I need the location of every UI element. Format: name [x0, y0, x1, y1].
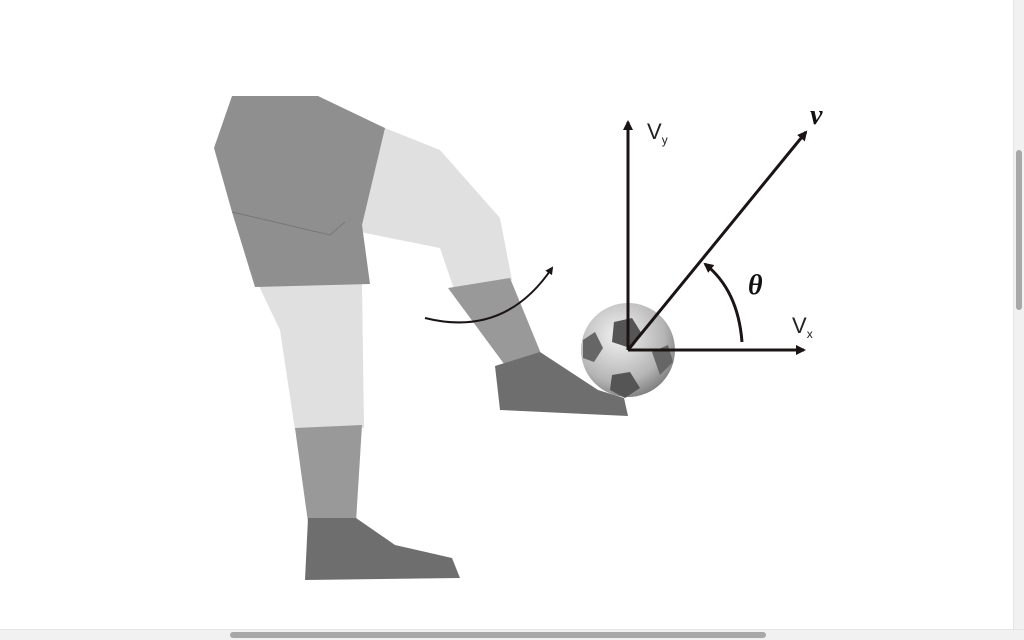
velocity-arrow — [626, 130, 808, 351]
vertical-scrollbar-thumb[interactable] — [1016, 150, 1022, 310]
standing-leg — [258, 284, 460, 580]
soccer-kick-diagram: Vy Vx v θ — [214, 96, 823, 580]
horizontal-scrollbar[interactable] — [0, 629, 1024, 640]
horizontal-scrollbar-thumb[interactable] — [230, 632, 766, 638]
angle-arc — [703, 262, 744, 343]
velocity-vectors — [623, 120, 808, 355]
vy-label: Vy — [647, 119, 668, 147]
vertical-scrollbar[interactable] — [1013, 0, 1024, 630]
angle-label: θ — [748, 270, 763, 301]
kicking-leg — [340, 128, 628, 416]
velocity-label: v — [810, 100, 823, 131]
shorts — [214, 96, 385, 287]
vx-label: Vx — [792, 313, 813, 341]
kick-motion-arrow — [424, 266, 554, 324]
